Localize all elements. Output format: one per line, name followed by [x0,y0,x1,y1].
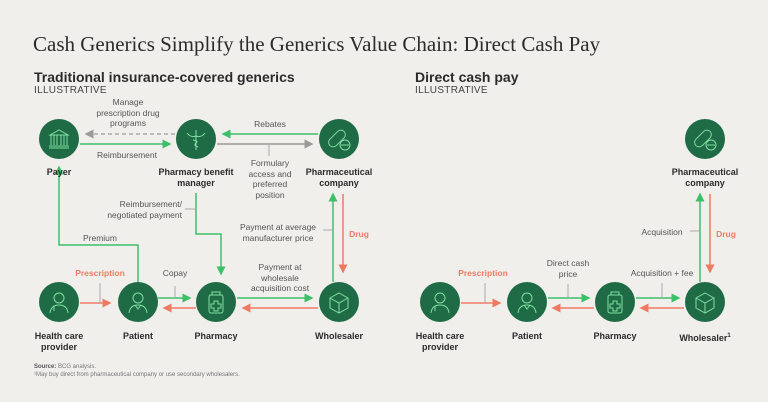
wholesaler-node [319,282,359,322]
r-wholesaler-text: Wholesaler [679,333,728,343]
patient-label: Patient [122,331,153,341]
doctor-icon [49,292,69,314]
r-patient-node [507,282,547,322]
footnote: ¹May buy direct from pharmaceutical comp… [34,372,240,378]
reimb-neg-label: Reimbursement/ negotiated payment [107,199,182,220]
box-icon [329,292,349,314]
r-prescription-label: Prescription [458,268,508,278]
source-label: Source: [34,364,57,370]
pharmacy-node [196,282,236,322]
r-wholesaler-label: Wholesaler1 [650,331,760,344]
r-wholesaler-node [685,282,725,322]
pill-icon [694,129,717,151]
rebates-label: Rebates [254,119,286,129]
pharma-node [319,119,359,159]
prescription-label: Prescription [75,268,125,278]
box-icon [695,292,715,314]
left-heading: Traditional insurance-covered generics [34,69,295,85]
source-text: BCG analysis. [58,364,97,370]
payment-wac-label: Payment at wholesale acquisition cost [250,262,310,293]
r-pharma-label: Pharmaceutical company [671,167,739,188]
reimbursement-label: Reimbursement [97,150,157,160]
copay-label: Copay [162,268,188,278]
r-drug-label: Drug [716,229,736,239]
payer-node [39,119,79,159]
doctor-icon [430,292,450,314]
r-direct-cash-label: Direct cash price [546,258,590,279]
wholesaler-label: Wholesaler [314,331,363,341]
pill-icon [328,129,351,151]
source-note: Source: BCG analysis. [34,364,96,370]
formulary-label: Formulary access and preferred position [248,158,292,200]
r-acquisition-label: Acquisition [641,227,683,237]
pharma-label: Pharmaceutical company [305,167,373,188]
payment-avg-label: Payment at average manufacturer price [239,222,317,243]
pbm-node [176,119,216,159]
payer-label: Payer [46,167,72,177]
right-subheading: ILLUSTRATIVE [415,85,488,96]
r-patient-label: Patient [511,331,542,341]
pbm-label: Pharmacy benefit manager [158,167,234,188]
medicine-bottle-icon [607,291,623,314]
footnote-marker: 1 [727,333,731,339]
hcp-label: Health care provider [34,331,84,352]
r-pharmacy-label: Pharmacy [593,331,637,341]
caduceus-icon [186,130,206,150]
drug-label: Drug [349,229,369,239]
manage-label: Manage prescription drug programs [96,97,160,128]
hcp-node [39,282,79,322]
page-title: Cash Generics Simplify the Generics Valu… [33,32,601,56]
premium-label: Premium [82,233,117,243]
person-icon [517,292,537,314]
r-acq-fee-label: Acquisition + fee [630,268,694,278]
left-subheading: ILLUSTRATIVE [34,85,107,96]
arrow-premium [54,165,139,282]
bank-icon [48,129,70,149]
patient-node [118,282,158,322]
r-hcp-label: Health care provider [415,331,465,352]
pharmacy-label: Pharmacy [194,331,238,341]
r-hcp-node [420,282,460,322]
r-pharmacy-node [595,282,635,322]
right-heading: Direct cash pay [415,69,519,85]
r-pharma-node [685,119,725,159]
person-icon [128,292,148,314]
medicine-bottle-icon [208,291,224,314]
arrow-reimb-neg [195,193,226,276]
